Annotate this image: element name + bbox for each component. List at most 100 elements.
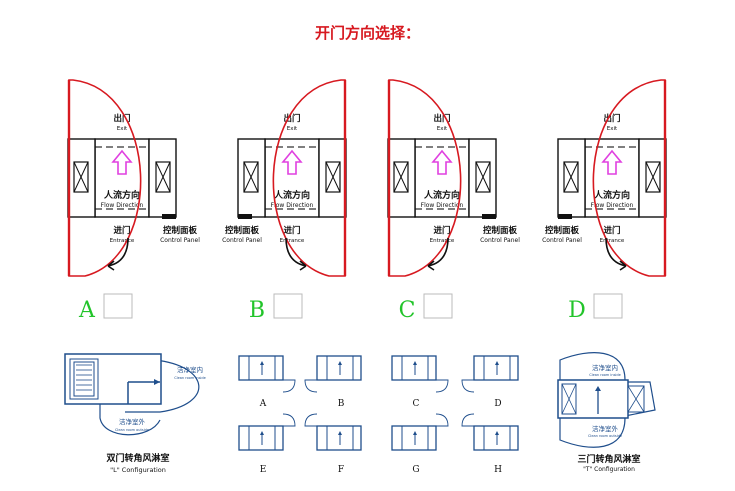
control-panel-label-en: Control Panel <box>160 237 200 244</box>
l-door-swing-2 <box>99 404 161 436</box>
flow-label-en: Flow Direction <box>271 202 314 209</box>
mini-chamber <box>238 425 284 451</box>
option-letter: B <box>249 298 265 323</box>
entrance-label-en: Entrance <box>600 238 625 244</box>
option-checkbox <box>103 293 133 319</box>
t-caption-en: "T" Configuration <box>583 466 635 473</box>
control-panel-bar <box>162 214 176 219</box>
mini-option-h: H <box>461 413 519 475</box>
mini-option-a: A <box>238 355 296 409</box>
control-panel-label-cn: 控制面板 <box>163 225 198 236</box>
option-checkbox <box>423 293 453 319</box>
l-clean-outside-en: Clean room outside <box>115 428 149 432</box>
entrance-arrow-icon <box>427 237 449 267</box>
t-clean-inside: 洁净室内 <box>592 363 618 372</box>
t-door-top <box>559 352 626 381</box>
mini-door-swing <box>304 413 318 427</box>
right-nozzle-icon <box>645 161 661 193</box>
mini-chamber <box>391 355 437 381</box>
mini-option-letter: C <box>413 399 420 409</box>
flow-arrow-icon <box>431 149 453 175</box>
right-nozzle-icon <box>475 161 491 193</box>
flow-arrow-icon <box>111 149 133 175</box>
mini-chamber <box>391 425 437 451</box>
mini-chamber <box>473 355 519 381</box>
mini-door-swing <box>282 413 296 427</box>
entrance-arrow-icon <box>107 237 129 267</box>
mini-door-swing <box>435 379 449 393</box>
mini-option-letter: E <box>260 465 267 475</box>
right-nozzle-icon <box>325 161 341 193</box>
exit-label-cn: 出门 <box>113 113 130 124</box>
right-nozzle-icon <box>155 161 171 193</box>
left-nozzle-icon <box>563 161 579 193</box>
mini-option-f: F <box>304 413 362 475</box>
option-letter: A <box>78 298 96 323</box>
l-clean-inside-en: Clean room inside <box>174 376 206 380</box>
entrance-arrow-icon <box>605 237 627 267</box>
exit-label-cn: 出门 <box>603 113 620 124</box>
control-panel-label-cn: 控制面板 <box>225 225 260 236</box>
control-panel-label-en: Control Panel <box>222 237 262 244</box>
t-door-bottom <box>559 417 626 448</box>
exit-label-en: Exit <box>287 126 298 132</box>
control-panel-bar <box>558 214 572 219</box>
mini-door-swing <box>461 379 475 393</box>
exit-label-cn: 出门 <box>433 113 450 124</box>
entrance-label-cn: 进门 <box>603 225 620 236</box>
l-caption-cn: 双门转角风淋室 <box>106 452 169 464</box>
left-nozzle-icon <box>243 161 259 193</box>
mini-door-swing <box>461 413 475 427</box>
door-swing-outline <box>388 79 462 277</box>
t-clean-outside-en: Clean room outside <box>588 434 622 438</box>
option-checkbox <box>593 293 623 319</box>
entrance-label-cn: 进门 <box>433 225 450 236</box>
entrance-label-en: Entrance <box>110 238 135 244</box>
mini-option-letter: H <box>494 465 502 475</box>
flow-label-en: Flow Direction <box>591 202 634 209</box>
mini-door-swing <box>435 413 449 427</box>
t-door-right <box>624 381 656 417</box>
exit-label-en: Exit <box>437 126 448 132</box>
exit-label-cn: 出门 <box>283 113 300 124</box>
flow-label-cn: 人流方向 <box>423 189 460 201</box>
door-swing-outline <box>68 79 142 277</box>
mini-option-e: E <box>238 413 296 475</box>
t-clean-inside-en: Clean room inside <box>589 373 621 377</box>
control-panel-bar <box>238 214 252 219</box>
exit-label-en: Exit <box>117 126 128 132</box>
option-letter: C <box>399 298 416 323</box>
t-caption-cn: 三门转角风淋室 <box>577 453 640 465</box>
flow-arrow-icon <box>281 149 303 175</box>
option-checkbox <box>273 293 303 319</box>
entrance-label-en: Entrance <box>280 238 305 244</box>
control-panel-label-en: Control Panel <box>542 237 582 244</box>
entrance-label-cn: 进门 <box>283 225 300 236</box>
option-letter: D <box>568 298 586 323</box>
l-clean-outside: 洁净室外 <box>119 417 146 426</box>
control-panel-label-cn: 控制面板 <box>545 225 580 236</box>
door-swing-outline <box>592 79 666 277</box>
left-nozzle-icon <box>73 161 89 193</box>
door-swing-outline <box>272 79 346 277</box>
page-title: 开门方向选择： <box>314 24 420 42</box>
control-panel-label-cn: 控制面板 <box>483 225 518 236</box>
l-caption-en: "L" Configuration <box>110 466 166 474</box>
entrance-label-cn: 进门 <box>113 225 130 236</box>
flow-label-cn: 人流方向 <box>103 189 140 201</box>
l-door-swing <box>125 359 200 413</box>
flow-arrow-icon <box>601 149 623 175</box>
flow-label-cn: 人流方向 <box>593 189 630 201</box>
mini-chamber <box>316 355 362 381</box>
mini-option-letter: F <box>338 465 344 475</box>
mini-chamber <box>473 425 519 451</box>
mini-option-d: D <box>461 355 519 409</box>
exit-label-en: Exit <box>607 126 618 132</box>
left-housing <box>237 138 266 218</box>
